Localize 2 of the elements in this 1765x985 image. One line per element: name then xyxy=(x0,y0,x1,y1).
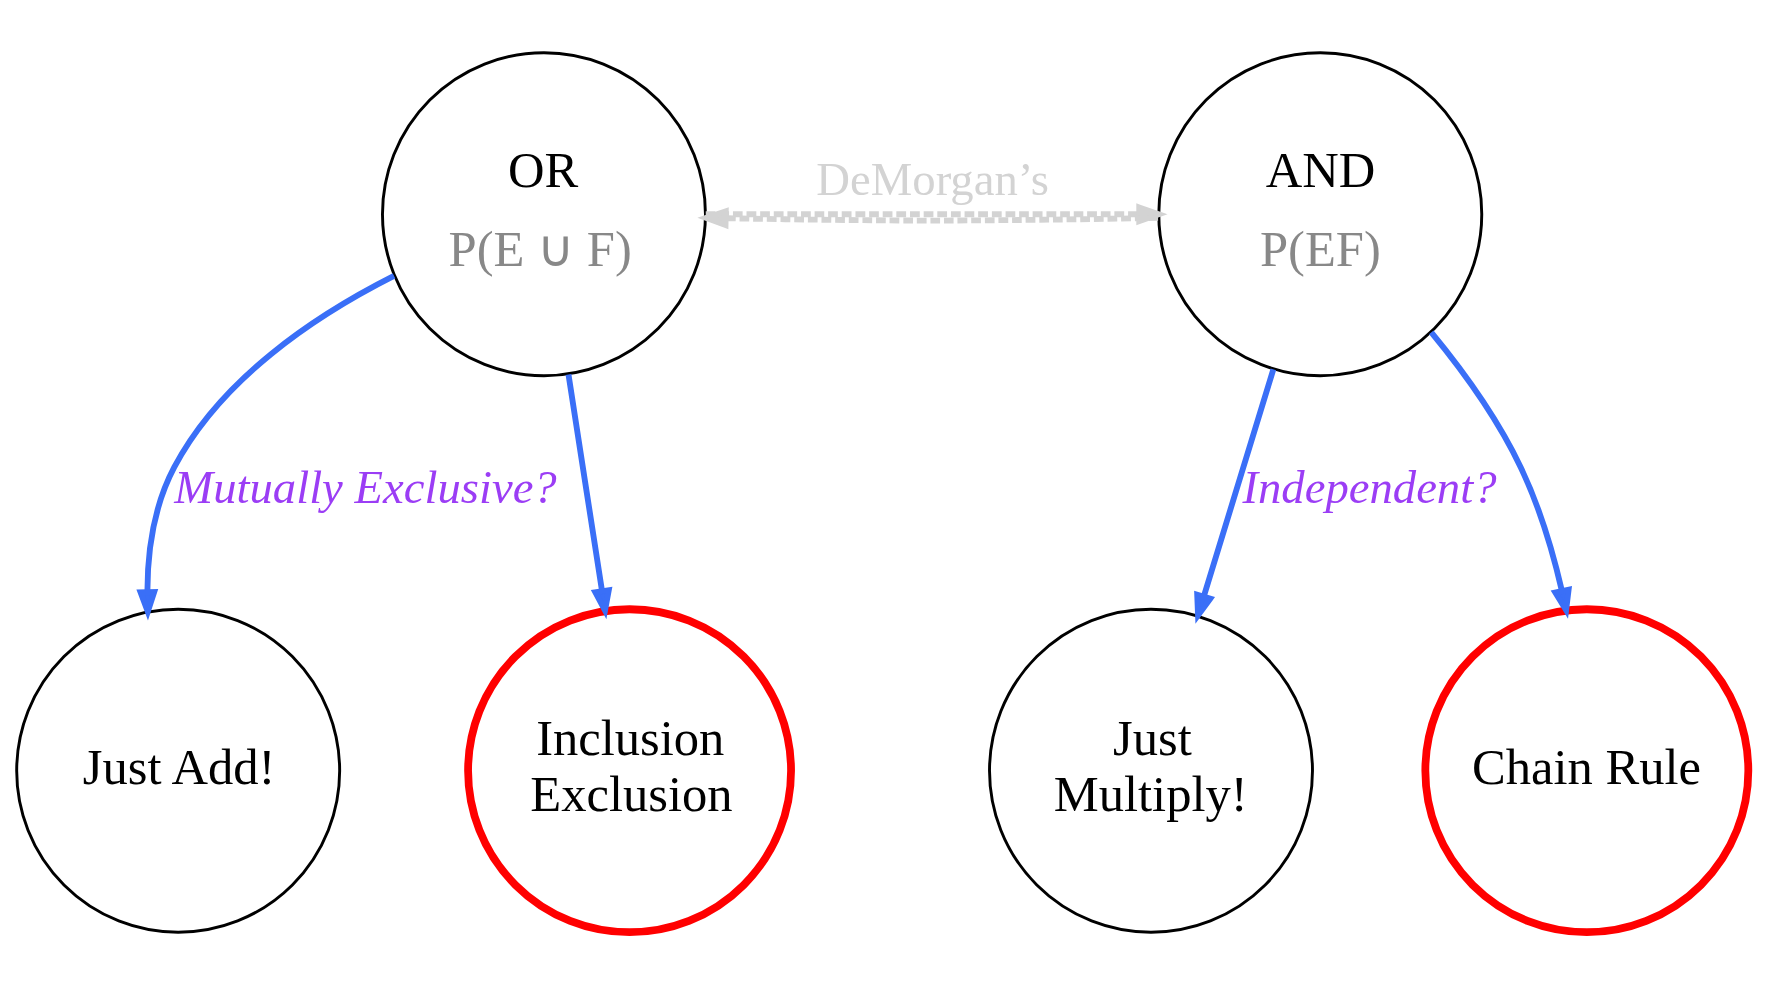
edge-label: Independent? xyxy=(1242,460,1497,513)
edge-label: Mutually Exclusive? xyxy=(174,460,557,513)
